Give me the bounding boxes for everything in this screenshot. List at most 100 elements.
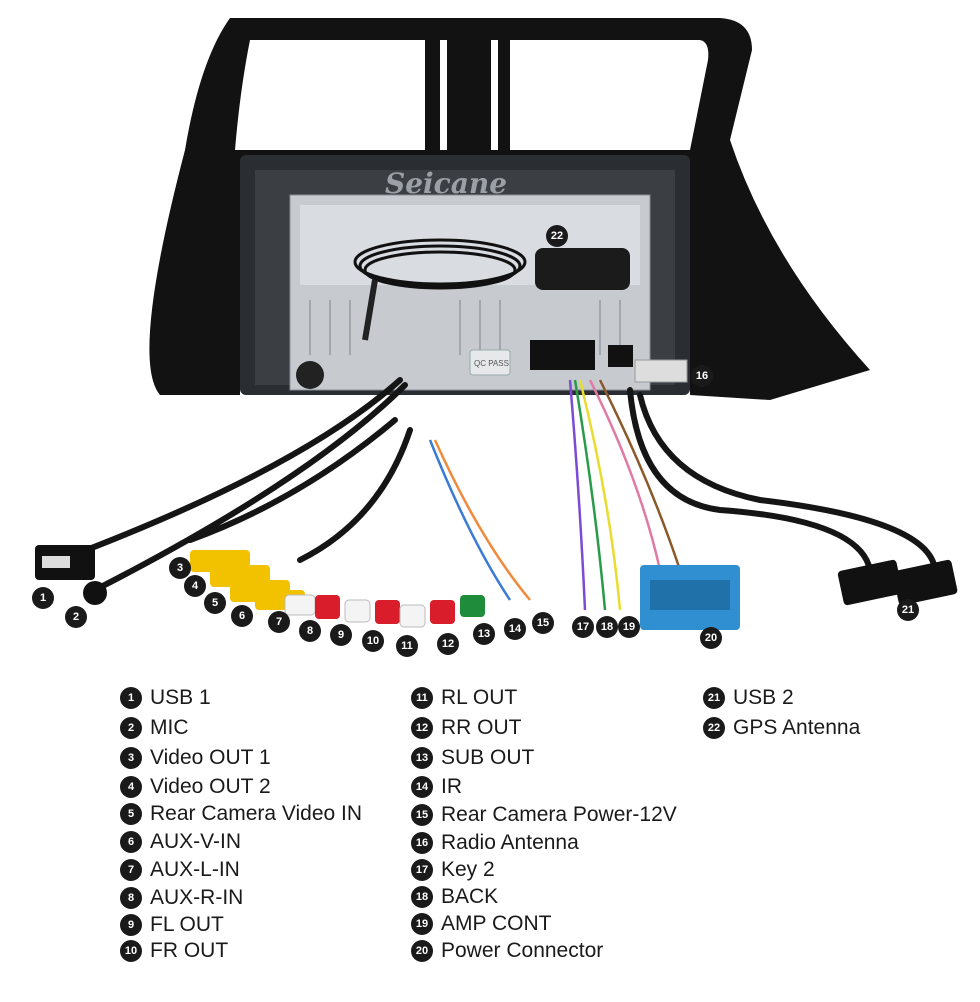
legend-label: RR OUT <box>441 716 522 739</box>
legend-number: 13 <box>411 747 433 769</box>
callout-9: 9 <box>330 624 352 646</box>
rca-connectors <box>190 550 485 628</box>
callout-1: 1 <box>32 587 54 609</box>
legend-item: 2 MIC <box>120 713 362 743</box>
legend-item: 5 Rear Camera Video IN <box>120 800 362 828</box>
legend-label: IR <box>441 775 462 798</box>
legend-item: 22 GPS Antenna <box>703 713 860 743</box>
legend-number: 10 <box>120 940 142 962</box>
legend-label: BACK <box>441 884 499 908</box>
legend-number: 16 <box>411 831 433 854</box>
legend-item: 8 AUX-R-IN <box>120 884 362 912</box>
legend-label: SUB OUT <box>441 746 535 769</box>
legend-item: 9 FL OUT <box>120 912 362 938</box>
legend-number: 14 <box>411 776 433 798</box>
legend-number: 18 <box>411 885 433 908</box>
legend-label: GPS Antenna <box>733 716 861 739</box>
legend-item: 6 AUX-V-IN <box>120 828 362 856</box>
power-socket <box>530 340 595 370</box>
legend-label: FL OUT <box>150 913 224 936</box>
legend-number: 17 <box>411 858 433 881</box>
legend-label: Video OUT 2 <box>150 774 271 798</box>
callout-4: 4 <box>184 575 206 597</box>
legend-number: 22 <box>703 717 725 739</box>
legend-label: USB 1 <box>150 686 211 709</box>
legend-item: 14 IR <box>411 773 677 801</box>
callout-7: 7 <box>268 611 290 633</box>
legend-number: 3 <box>120 747 142 769</box>
legend-number: 15 <box>411 804 433 826</box>
legend-number: 11 <box>411 687 433 709</box>
bezel-window-right <box>510 40 709 150</box>
radio-antenna-plug <box>634 359 688 383</box>
legend-column-3: 21 USB 2 22 GPS Antenna <box>703 683 860 743</box>
legend-label: AUX-V-IN <box>150 830 242 853</box>
callout-2: 2 <box>65 606 87 628</box>
legend-label: FR OUT <box>150 939 229 962</box>
bezel-window-left <box>235 40 425 150</box>
wiring-harness-illustration: Seicane QC PASS <box>35 18 958 630</box>
legend-number: 1 <box>120 687 142 709</box>
legend-number: 21 <box>703 687 725 709</box>
callout-15: 15 <box>532 612 554 634</box>
callout-22: 22 <box>546 225 568 247</box>
legend-item: 3 Video OUT 1 <box>120 743 362 773</box>
mic-jack <box>83 581 107 605</box>
gps-antenna <box>535 248 630 290</box>
usb2-plug-b <box>892 559 958 606</box>
legend-label: Rear Camera Power-12V <box>441 803 677 826</box>
callout-17: 17 <box>572 616 594 638</box>
legend-number: 4 <box>120 775 142 798</box>
legend-label: USB 2 <box>733 686 794 709</box>
callout-5: 5 <box>204 592 226 614</box>
legend-number: 7 <box>120 859 142 881</box>
callout-20: 20 <box>700 627 722 649</box>
legend-number: 20 <box>411 939 433 962</box>
callout-6: 6 <box>231 605 253 627</box>
usb2-plug-a <box>837 559 903 606</box>
legend-label: MIC <box>150 716 189 739</box>
legend-number: 8 <box>120 887 142 909</box>
legend-label: Key 2 <box>441 857 495 881</box>
legend-number: 6 <box>120 831 142 853</box>
callout-3: 3 <box>169 557 191 579</box>
legend-label: Radio Antenna <box>441 830 579 854</box>
callout-13: 13 <box>473 623 495 645</box>
legend-item: 11 RL OUT <box>411 683 677 713</box>
callout-12: 12 <box>437 633 459 655</box>
callout-21: 21 <box>897 599 919 621</box>
legend-item: 19 AMP CONT <box>411 910 677 937</box>
qc-stamp: QC PASS <box>474 359 509 368</box>
legend-label: AUX-R-IN <box>150 886 244 909</box>
legend-item: 21 USB 2 <box>703 683 860 713</box>
legend-number: 12 <box>411 717 433 739</box>
legend-item: 20 Power Connector <box>411 937 677 964</box>
legend-item: 1 USB 1 <box>120 683 362 713</box>
callout-19: 19 <box>618 616 640 638</box>
callout-16: 16 <box>691 365 713 387</box>
legend-column-2: 11 RL OUT 12 RR OUT 13 SUB OUT 14 IR 15 Rear … <box>411 683 677 964</box>
callout-18: 18 <box>596 616 618 638</box>
legend-item: 4 Video OUT 2 <box>120 773 362 800</box>
legend-label: AMP CONT <box>441 911 552 935</box>
legend-label: Video OUT 1 <box>150 746 271 769</box>
legend-item: 13 SUB OUT <box>411 743 677 773</box>
legend-number: 9 <box>120 914 142 936</box>
legend-number: 2 <box>120 717 142 739</box>
legend-number: 5 <box>120 803 142 825</box>
callout-14: 14 <box>504 618 526 640</box>
legend-item: 15 Rear Camera Power-12V <box>411 801 677 829</box>
legend-label: RL OUT <box>441 686 518 709</box>
legend-item: 18 BACK <box>411 883 677 910</box>
legend-item: 12 RR OUT <box>411 713 677 743</box>
legend-item: 17 Key 2 <box>411 856 677 883</box>
legend-label: Power Connector <box>441 938 604 962</box>
legend-item: 16 Radio Antenna <box>411 829 677 856</box>
legend-number: 19 <box>411 912 433 935</box>
legend-item: 10 FR OUT <box>120 938 362 964</box>
callout-8: 8 <box>299 620 321 642</box>
legend-label: Rear Camera Video IN <box>150 802 363 825</box>
callout-10: 10 <box>362 630 384 652</box>
